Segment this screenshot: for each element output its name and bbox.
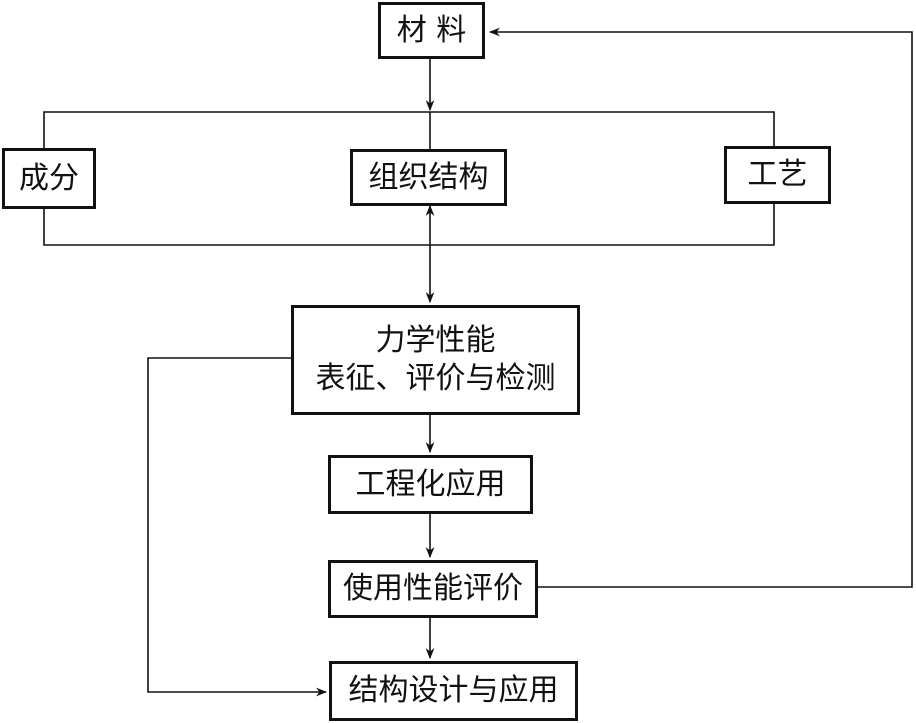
node-composition: 成分 [2,148,96,209]
node-mechanical-properties: 力学性能 表征、评价与检测 [291,305,580,415]
node-service-evaluation: 使用性能评价 [328,560,538,618]
node-materials: 材 料 [378,2,485,59]
node-mechanical-line2: 表征、评价与检测 [315,361,556,396]
node-microstructure-label: 组织结构 [368,159,489,195]
node-engineering-label: 工程化应用 [355,466,506,502]
node-composition-label: 成分 [19,160,79,196]
bracket-top-line [43,111,775,148]
node-materials-label: 材 料 [396,12,467,48]
node-mechanical-line1: 力学性能 [375,323,496,358]
edge-service-feedback-to-materials [488,27,913,588]
bracket-bottom-line [43,204,775,246]
node-service-eval-label: 使用性能评价 [343,571,523,606]
node-process-label: 工艺 [747,157,808,192]
node-process: 工艺 [724,146,831,204]
node-structural-design: 结构设计与应用 [329,661,578,721]
node-engineering-application: 工程化应用 [328,455,533,514]
edge-mechanical-to-design [147,357,328,697]
node-structural-design-label: 结构设计与应用 [348,673,559,708]
node-microstructure: 组织结构 [350,149,507,206]
